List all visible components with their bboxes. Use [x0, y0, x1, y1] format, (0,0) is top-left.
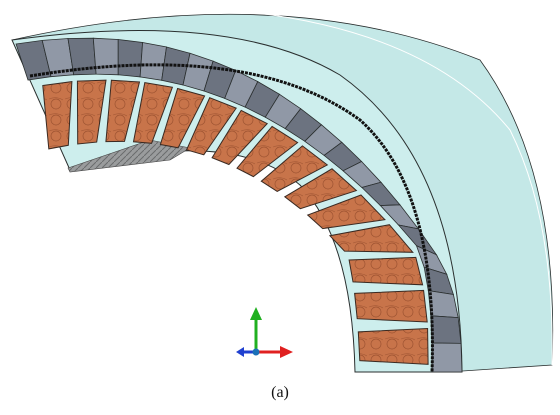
coil-slot: [185, 97, 237, 156]
coil-slot-group: [42, 79, 429, 365]
coil-slot: [159, 87, 206, 149]
bore-shadow: [67, 139, 191, 173]
magnet-segment: [430, 315, 462, 344]
magnet-segment-ring: [15, 37, 463, 373]
coil-slot: [76, 79, 107, 145]
coil-slot: [357, 327, 429, 365]
coil-slot: [236, 125, 299, 178]
coil-slot: [283, 168, 358, 210]
triad-z-arrow-icon: [236, 347, 244, 357]
magnet-segment: [431, 342, 463, 373]
magnet-segment: [117, 39, 144, 78]
triad-x-arrow-icon: [280, 346, 293, 358]
triad-origin: [252, 348, 260, 356]
coil-slot: [354, 289, 428, 323]
magnet-segment: [92, 37, 119, 76]
stator-side-edge: [199, 7, 553, 366]
coil-slot: [42, 81, 73, 150]
coil-slot: [260, 145, 329, 192]
coil-slot: [348, 256, 424, 286]
coil-slot: [105, 79, 141, 143]
coil-slot: [132, 82, 174, 144]
figure-caption: (a): [271, 384, 289, 401]
coil-slot: [306, 194, 386, 230]
triad-y-arrow-icon: [250, 307, 262, 320]
coil-slot: [328, 224, 414, 253]
coordinate-triad: [236, 307, 293, 358]
air-gap-line: [29, 63, 434, 373]
coil-slot: [211, 109, 269, 166]
